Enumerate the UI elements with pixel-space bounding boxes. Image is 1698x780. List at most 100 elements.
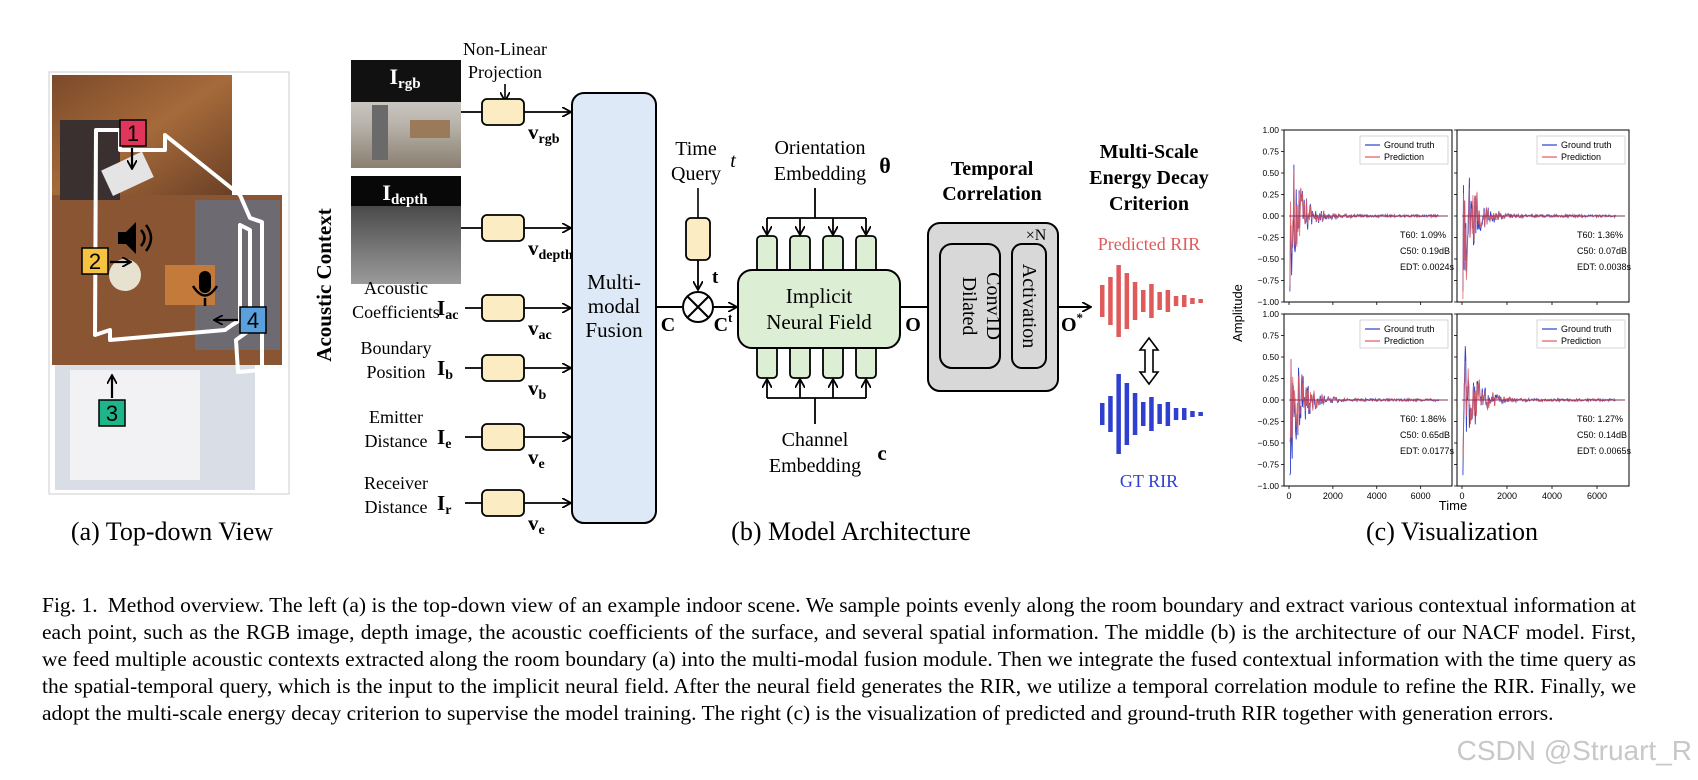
input-label-3-line1: Boundary	[361, 338, 432, 358]
pred-bar-1	[1108, 277, 1113, 325]
gt-bar-12	[1198, 412, 1203, 416]
vector-label-5: ve	[528, 511, 545, 538]
criterion-label-2: Energy Decay	[1089, 167, 1208, 189]
input-rows: vrgbvdepthAcousticCoefficientsIacvacBoun…	[352, 98, 573, 538]
legend-gt-0: Ground truth	[1384, 140, 1435, 150]
subplot-2: 1.000.750.500.250.00−0.25−0.50−0.75−1.00…	[1257, 309, 1454, 501]
visualization-grid: Amplitude Time 1.000.750.500.250.00−0.25…	[1230, 125, 1632, 513]
projection-box-5	[481, 489, 525, 517]
c50-1: C50: 0.07dB	[1577, 246, 1627, 256]
vector-label-3: vb	[528, 376, 547, 403]
gt-bar-3	[1124, 383, 1130, 445]
y-tick-2-1: 0.75	[1262, 331, 1279, 341]
projection-box-0	[481, 98, 525, 126]
pred-bar-8	[1165, 290, 1171, 312]
edt-0: EDT: 0.0024s	[1400, 262, 1455, 272]
channel-arrows	[767, 380, 866, 424]
watermark: CSDN @Struart_R	[1456, 735, 1692, 766]
legend-pred-2: Prediction	[1384, 336, 1424, 346]
times-n-label: ×N	[1026, 227, 1047, 244]
edt-3: EDT: 0.0065s	[1577, 446, 1632, 456]
pred-bar-2	[1116, 265, 1121, 337]
legend-gt-1: Ground truth	[1561, 140, 1612, 150]
pred-bar-12	[1198, 299, 1203, 303]
y-tick-0-5: −0.25	[1257, 233, 1279, 243]
t60-1: T60: 1.36%	[1577, 230, 1623, 240]
caption-text: Method overview. The left (a) is the top…	[42, 593, 1637, 725]
y-tick-0-4: 0.00	[1262, 211, 1279, 221]
marker-4-label: 4	[247, 308, 259, 333]
legend-pred-0: Prediction	[1384, 152, 1424, 162]
input-label-3-line2: Position	[366, 362, 425, 382]
temporal-label-2: Correlation	[942, 183, 1042, 205]
vector-label-4: ve	[528, 445, 545, 472]
y-tick-0-2: 0.50	[1262, 168, 1279, 178]
fusion-label-2: modal	[588, 294, 641, 318]
marker-4: 4	[215, 306, 267, 334]
gt-bar-1	[1108, 396, 1113, 432]
input-symbol-2: Iac	[437, 296, 458, 323]
input-label-4-line1: Emitter	[369, 407, 423, 427]
pred-bar-0	[1100, 285, 1105, 317]
y-tick-2-7: −0.75	[1257, 460, 1279, 470]
time-projection-box	[685, 217, 711, 261]
pred-bar-5	[1141, 290, 1146, 312]
panel-b-subtitle: (b) Model Architecture	[731, 517, 971, 546]
nonlinear-label-1: Non-Linear	[463, 39, 547, 59]
dilated-label-2: Conv1D	[982, 272, 1004, 340]
input-label-5-line2: Distance	[365, 497, 428, 517]
channel-label-1: Channel	[782, 429, 849, 451]
implicit-label-2: Neural Field	[766, 310, 872, 334]
c50-2: C50: 0.65dB	[1400, 430, 1450, 440]
orientation-arrows	[767, 188, 866, 234]
input-row-1: vdepth	[461, 214, 573, 263]
y-tick-0-6: −0.50	[1257, 254, 1279, 264]
pred-bar-4	[1132, 282, 1138, 320]
legend-gt-2: Ground truth	[1384, 324, 1435, 334]
x-tick-2-1: 2000	[1323, 491, 1343, 501]
x-tick-2-2: 4000	[1367, 491, 1387, 501]
speaker-icon	[118, 222, 153, 254]
time-query-label-2: Query	[671, 163, 721, 185]
gt-bar-11	[1190, 411, 1195, 417]
rgb-image-label: Irgb	[389, 64, 420, 92]
amplitude-axis-label: Amplitude	[1230, 284, 1245, 342]
projection-box-4	[481, 423, 525, 451]
edt-2: EDT: 0.0177s	[1400, 446, 1455, 456]
x-tick-2-0: 0	[1286, 491, 1291, 501]
x-tick-3-3: 6000	[1587, 491, 1607, 501]
pred-bar-6	[1149, 284, 1154, 318]
orientation-label-1: Orientation	[774, 137, 865, 159]
marker-2: 2	[81, 247, 130, 275]
t60-2: T60: 1.86%	[1400, 414, 1446, 424]
y-tick-0-1: 0.75	[1262, 147, 1279, 157]
nonlinear-label-2: Projection	[468, 62, 542, 82]
gt-bar-5	[1141, 402, 1146, 426]
marker-1-label: 1	[127, 121, 139, 146]
dilated-conv-block	[939, 243, 1001, 369]
t-italic-label: t	[730, 150, 736, 172]
vector-label-1: vdepth	[528, 236, 573, 263]
t60-3: T60: 1.27%	[1577, 414, 1623, 424]
implicit-label-1: Implicit	[786, 284, 853, 308]
pred-bar-3	[1124, 273, 1130, 329]
compare-arrow	[1138, 336, 1160, 386]
time-axis-label: Time	[1439, 498, 1467, 513]
legend-pred-1: Prediction	[1561, 152, 1601, 162]
room-boundary-path	[93, 128, 264, 374]
temporal-label-1: Temporal	[951, 158, 1034, 180]
gt-bar-6	[1149, 397, 1154, 431]
x-tick-2-3: 6000	[1411, 491, 1431, 501]
activation-block	[1011, 243, 1047, 369]
gt-bar-4	[1132, 393, 1138, 435]
criterion-label-1: Multi-Scale	[1100, 141, 1199, 163]
microphone-icon	[191, 271, 219, 306]
panel-c-subtitle: (c) Visualization	[1366, 517, 1538, 546]
channel-label-2: Embedding	[769, 455, 861, 477]
c50-0: C50: 0.19dB	[1400, 246, 1450, 256]
input-symbol-5: Ir	[437, 491, 451, 518]
y-tick-0-7: −0.75	[1257, 276, 1279, 286]
y-tick-0-3: 0.25	[1262, 190, 1279, 200]
y-tick-2-3: 0.25	[1262, 374, 1279, 384]
